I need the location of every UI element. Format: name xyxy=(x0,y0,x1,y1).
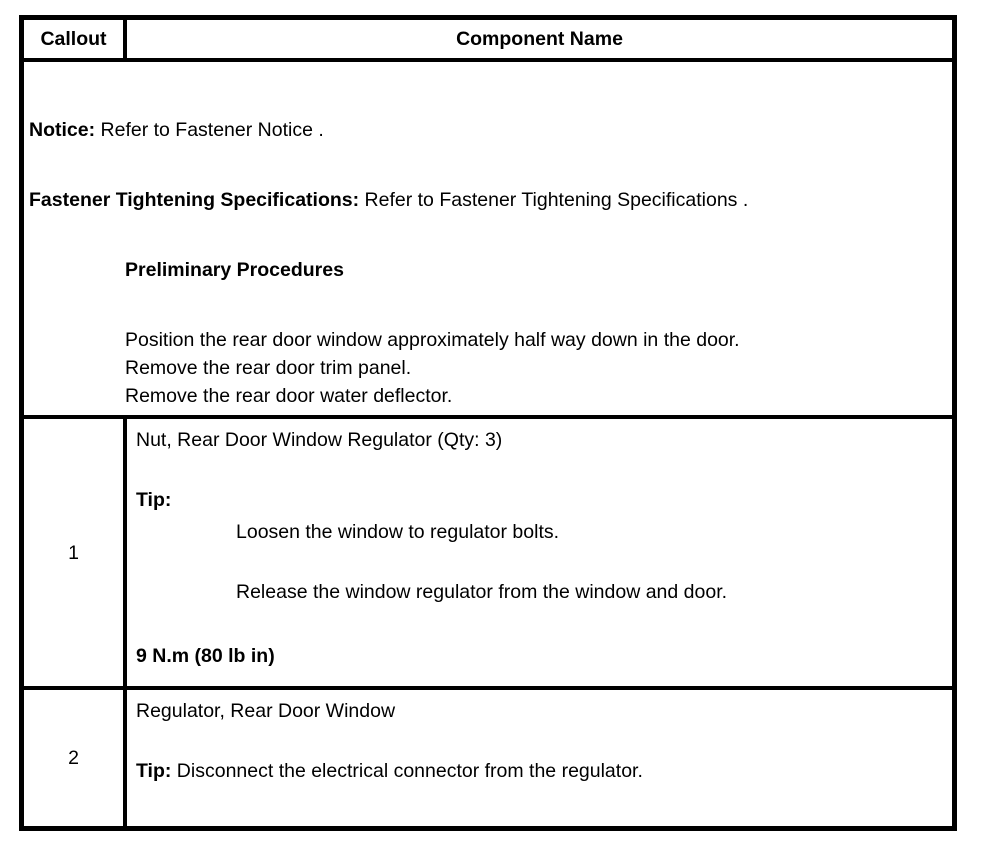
torque-spec: 9 N.m (80 lb in) xyxy=(136,645,275,667)
callout-number: 2 xyxy=(24,690,127,826)
preliminary-procedures-heading: Preliminary Procedures xyxy=(125,259,344,281)
component-cell: Regulator, Rear Door Window Tip: Disconn… xyxy=(127,690,952,826)
procedure-item: Remove the rear door trim panel. xyxy=(125,357,412,379)
fastener-spec-label: Fastener Tightening Specifications: xyxy=(29,189,360,211)
tip-line: Tip: Disconnect the electrical connector… xyxy=(136,757,944,785)
header-component-name: Component Name xyxy=(456,28,623,50)
header-callout: Callout xyxy=(24,20,127,58)
callout-number: 1 xyxy=(24,419,127,686)
table-row: 1 Nut, Rear Door Window Regulator (Qty: … xyxy=(24,419,952,690)
tip-item: Loosen the window to regulator bolts. xyxy=(236,521,560,543)
notice-line: Notice: Refer to Fastener Notice . xyxy=(29,116,946,144)
fastener-spec-line: Fastener Tightening Specifications: Refe… xyxy=(29,186,946,214)
notice-label: Notice: xyxy=(29,119,96,141)
tip-label: Tip: xyxy=(136,489,172,511)
component-name: Regulator, Rear Door Window xyxy=(136,700,396,722)
fastener-spec-text: Refer to Fastener Tightening Specificati… xyxy=(359,189,749,211)
component-name: Nut, Rear Door Window Regulator (Qty: 3) xyxy=(136,429,503,451)
procedure-item: Remove the rear door water deflector. xyxy=(125,385,453,407)
table-header-row: Callout Component Name xyxy=(24,20,952,62)
procedure-item: Position the rear door window approximat… xyxy=(125,329,740,351)
component-cell: Nut, Rear Door Window Regulator (Qty: 3)… xyxy=(127,419,952,686)
component-spec-table: Callout Component Name Notice: Refer to … xyxy=(19,15,957,831)
preamble-row: Notice: Refer to Fastener Notice . Faste… xyxy=(24,62,952,419)
tip-label: Tip: xyxy=(136,760,172,782)
table-row: 2 Regulator, Rear Door Window Tip: Disco… xyxy=(24,690,952,826)
procedure-list: Position the rear door window approximat… xyxy=(125,326,946,410)
notice-text: Refer to Fastener Notice . xyxy=(95,119,324,141)
tip-item: Release the window regulator from the wi… xyxy=(236,581,728,603)
tip-text: Disconnect the electrical connector from… xyxy=(171,760,643,782)
